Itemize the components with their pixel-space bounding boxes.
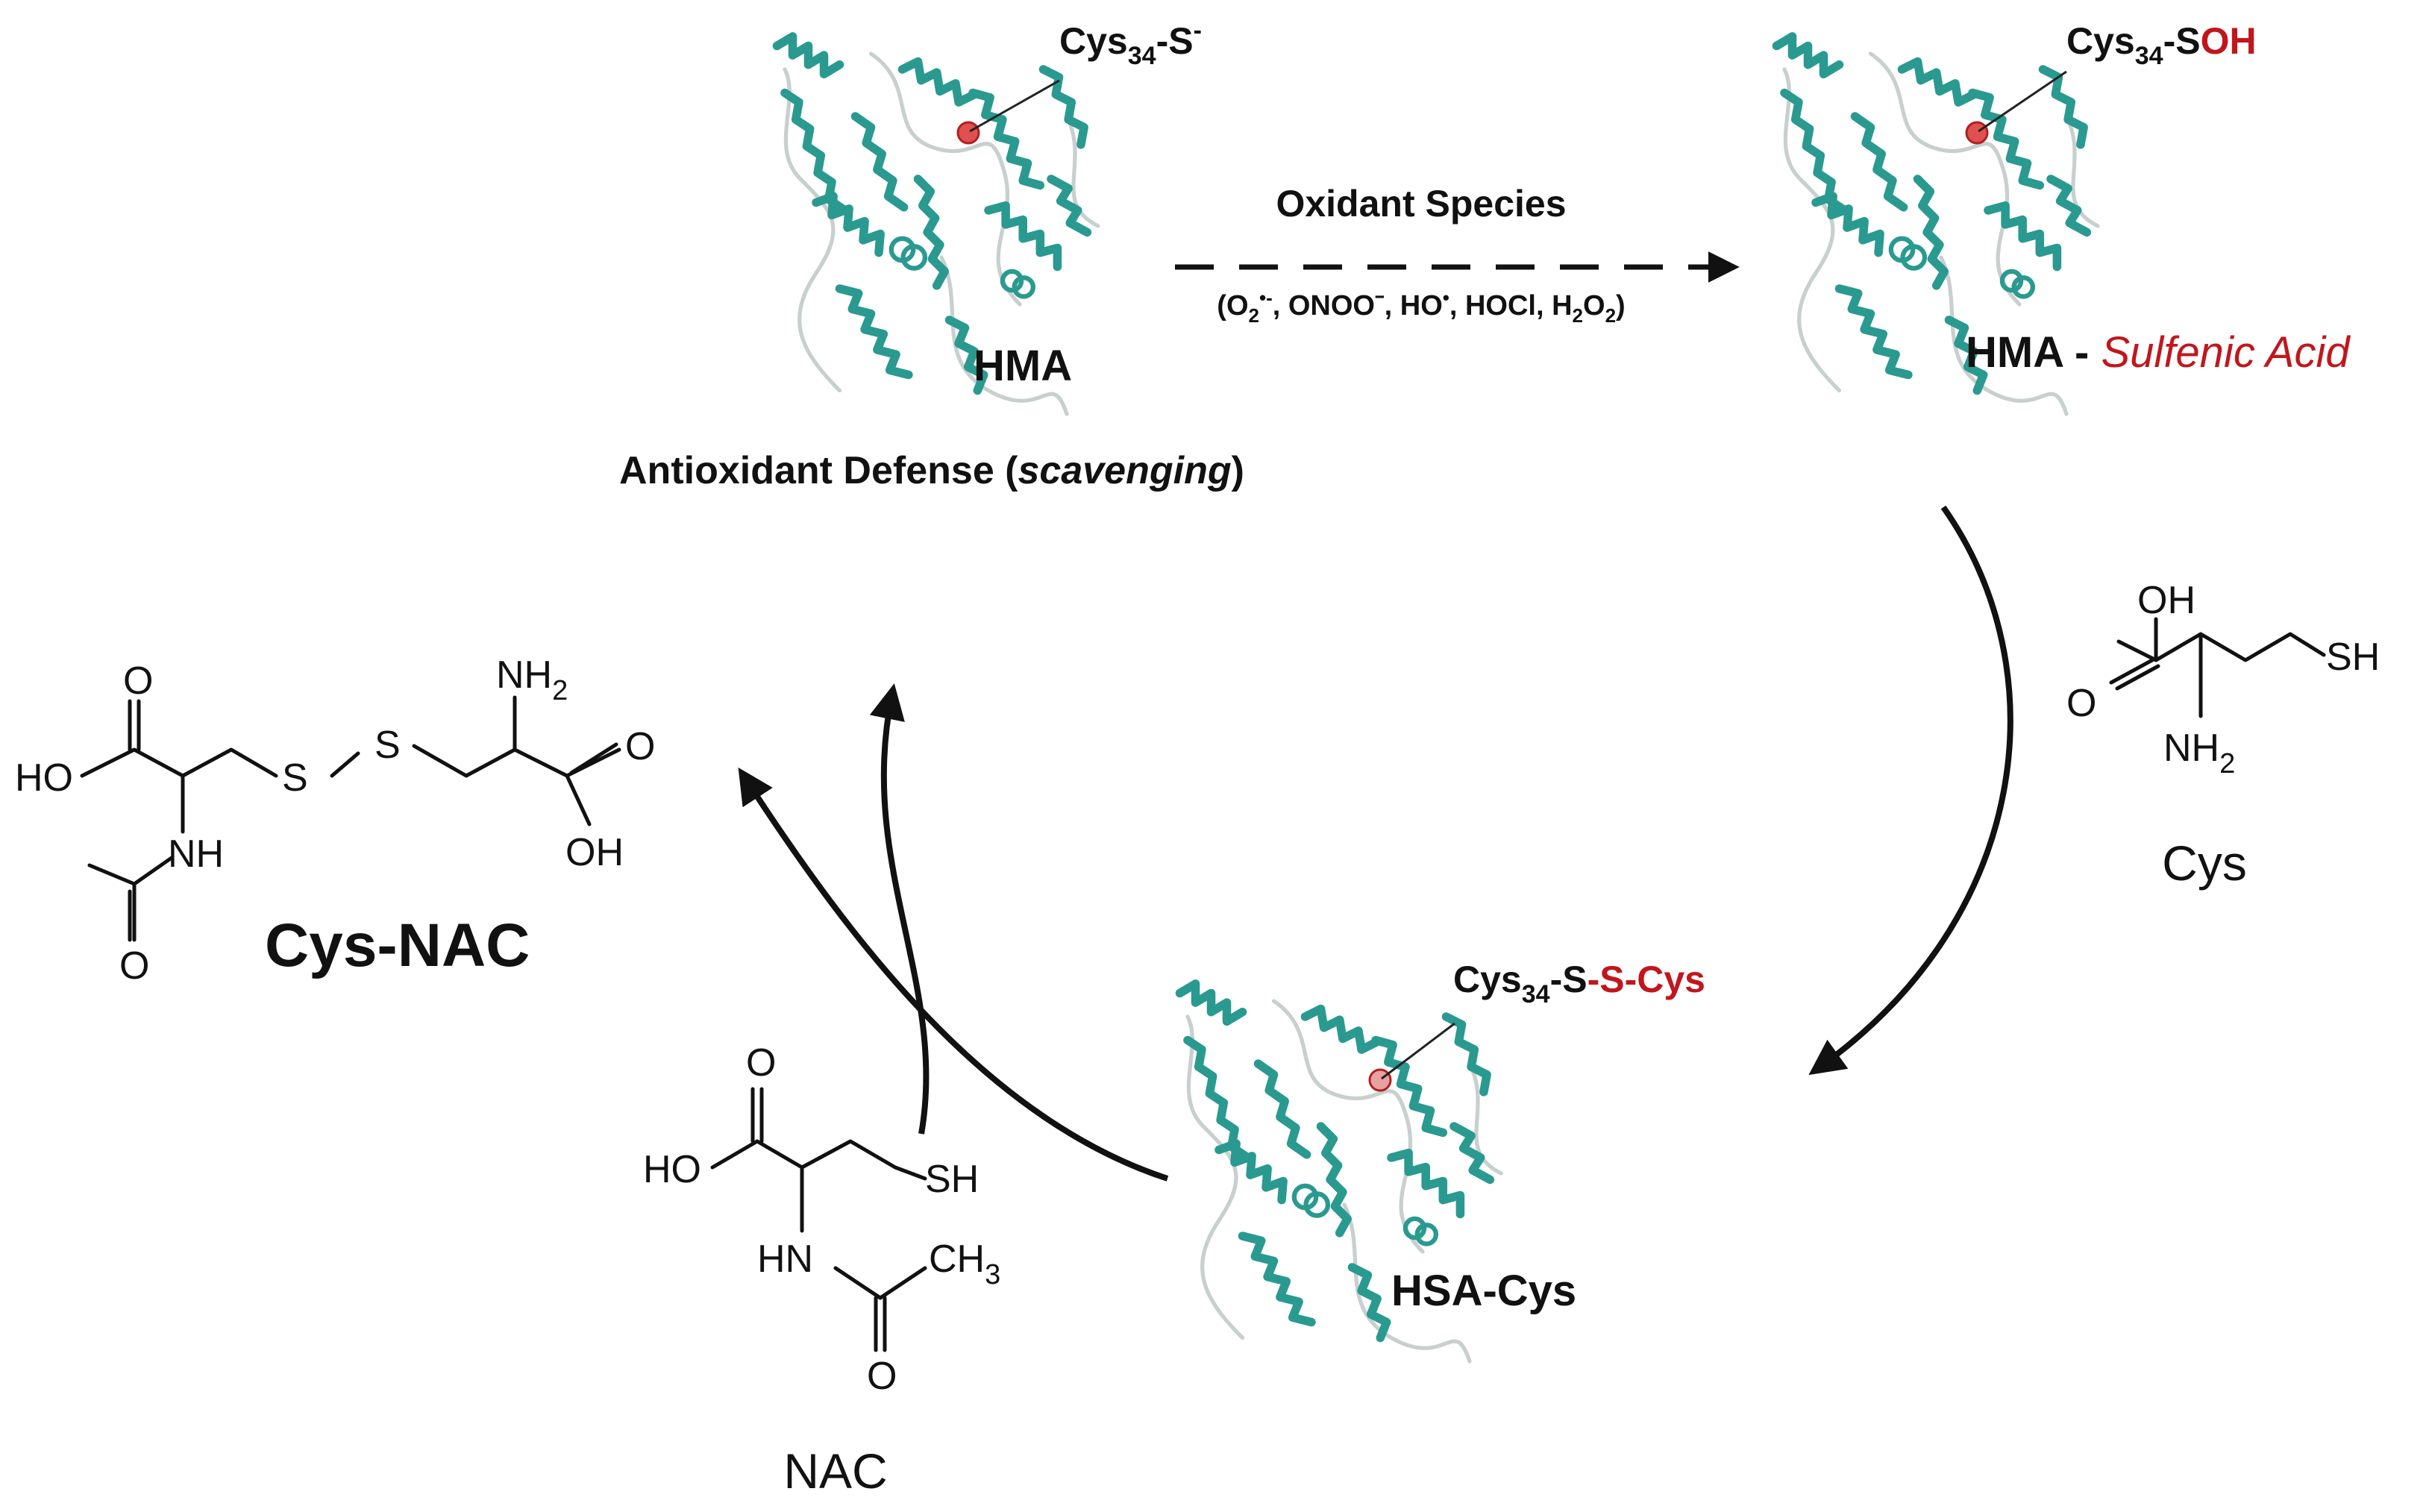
hsa-cys34-site-marker bbox=[1368, 1068, 1392, 1092]
hsa-cys-name: HSA-Cys bbox=[1391, 1267, 1576, 1315]
cys-nac-o-top-label: O bbox=[123, 659, 153, 703]
cys-nac-nh-label: NH bbox=[168, 832, 224, 876]
thiol-exchange-arrow bbox=[738, 767, 1169, 1182]
oxidant-species-title: Oxidant Species bbox=[1276, 183, 1566, 225]
oxidant-species-list: (O2•-, ONOOˉ, HO•, HOCl, H2O2) bbox=[1217, 286, 1625, 327]
nac-o-top-label: O bbox=[746, 1041, 776, 1085]
cys-o-label: O bbox=[2066, 682, 2096, 725]
nac-ho-label: HO bbox=[643, 1148, 701, 1191]
sulfenic-site-label: Cys34-SOH bbox=[2066, 20, 2257, 70]
cys-molecule: OH O SH NH2 bbox=[2066, 579, 2380, 779]
nac-hn-label: HN bbox=[757, 1237, 813, 1281]
hma-site-label: Cys34-S- bbox=[1059, 16, 1202, 70]
cys-name: Cys bbox=[2162, 835, 2247, 891]
cys-sh-label: SH bbox=[2326, 636, 2380, 679]
cys-nac-o-bottom-label: O bbox=[119, 944, 149, 988]
cys-nac-s1-label: S bbox=[282, 756, 308, 800]
hsa-cys-site-label: Cys34-S-S-Cys bbox=[1453, 959, 1705, 1008]
cys-nac-o-right-label: O bbox=[625, 725, 655, 768]
cys-nac-ho-label: HO bbox=[15, 756, 73, 800]
hma-name: HMA bbox=[974, 342, 1072, 390]
hma-caption: Antioxidant Defense (scavenging) bbox=[619, 449, 1244, 492]
cys-nac-s2-label: S bbox=[374, 724, 401, 767]
cys-addition-arrow bbox=[1808, 505, 2013, 1076]
cys-nac-oh-label: OH bbox=[565, 831, 624, 874]
hma-cys34-site-marker bbox=[956, 121, 980, 145]
hma-sulfenic-protein-structure bbox=[1777, 37, 2099, 414]
cys-nac-name: Cys-NAC bbox=[265, 912, 530, 979]
nac-sh-label: SH bbox=[925, 1158, 979, 1201]
nac-molecule: O HO SH HN CH3 O bbox=[643, 1041, 1000, 1398]
hma-protein-structure bbox=[777, 37, 1099, 414]
cys-nac-molecule: O HO S S NH NH2 O OH O bbox=[15, 653, 655, 988]
nac-name: NAC bbox=[783, 1443, 887, 1499]
cys-oh-label: OH bbox=[2137, 579, 2195, 622]
nac-o-bottom-label: O bbox=[867, 1355, 897, 1398]
cys-nac-nh2-label: NH2 bbox=[496, 653, 568, 706]
hsa-cys-protein-structure bbox=[1180, 984, 1502, 1361]
sulfenic-cys34-site-marker bbox=[1965, 121, 1989, 145]
nac-ch3-label: CH3 bbox=[929, 1237, 1000, 1290]
hma-regeneration-arrow bbox=[869, 683, 930, 1135]
cys-nh2-label: NH2 bbox=[2163, 727, 2235, 779]
hma-sulfenic-name: HMA - Sulfenic Acid bbox=[1966, 328, 2351, 377]
